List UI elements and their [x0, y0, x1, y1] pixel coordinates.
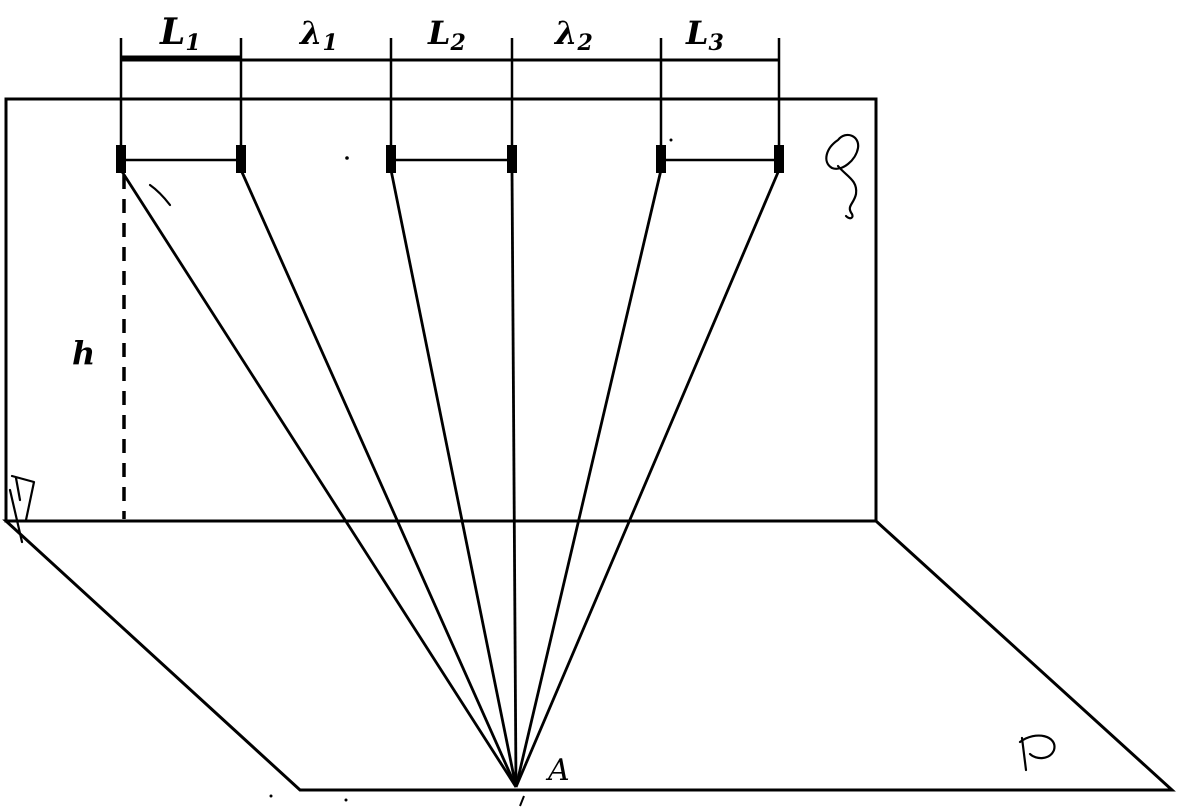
marker-2	[236, 145, 246, 173]
marker-3	[386, 145, 396, 173]
label-h: h	[72, 334, 95, 372]
stray-dot-4	[269, 794, 273, 798]
marker-blocks	[116, 145, 784, 173]
ray-5	[514, 169, 663, 788]
ray-2	[239, 169, 518, 788]
label-point-A: A	[545, 753, 570, 788]
label-lambda2: λ2	[553, 14, 593, 56]
horizontal-plane	[2, 519, 1176, 792]
vertical-plane	[4, 97, 878, 523]
marker-1	[116, 145, 126, 173]
ray-4	[510, 169, 518, 788]
label-lambda1: λ1	[298, 14, 338, 56]
rays	[119, 169, 781, 788]
stray-dot-2	[669, 138, 673, 142]
marker-5	[656, 145, 666, 173]
label-L1: L1	[159, 11, 201, 56]
handwritten-corner-mark	[8, 474, 36, 544]
stray-tick-A	[519, 795, 525, 807]
marker-4	[507, 145, 517, 173]
stray-dot-1	[345, 156, 349, 160]
stray-dot-3	[344, 798, 348, 802]
label-L2: L2	[427, 14, 466, 56]
marker-6	[774, 145, 784, 173]
label-L3: L3	[685, 14, 724, 56]
extension-lines	[119, 38, 781, 150]
handwritten-P-mark	[1018, 734, 1056, 772]
handwritten-Q-mark	[825, 133, 860, 220]
ray-1	[119, 169, 518, 788]
angle-arc-mark	[148, 183, 172, 207]
ray-3	[389, 169, 518, 788]
ray-6	[514, 169, 781, 788]
